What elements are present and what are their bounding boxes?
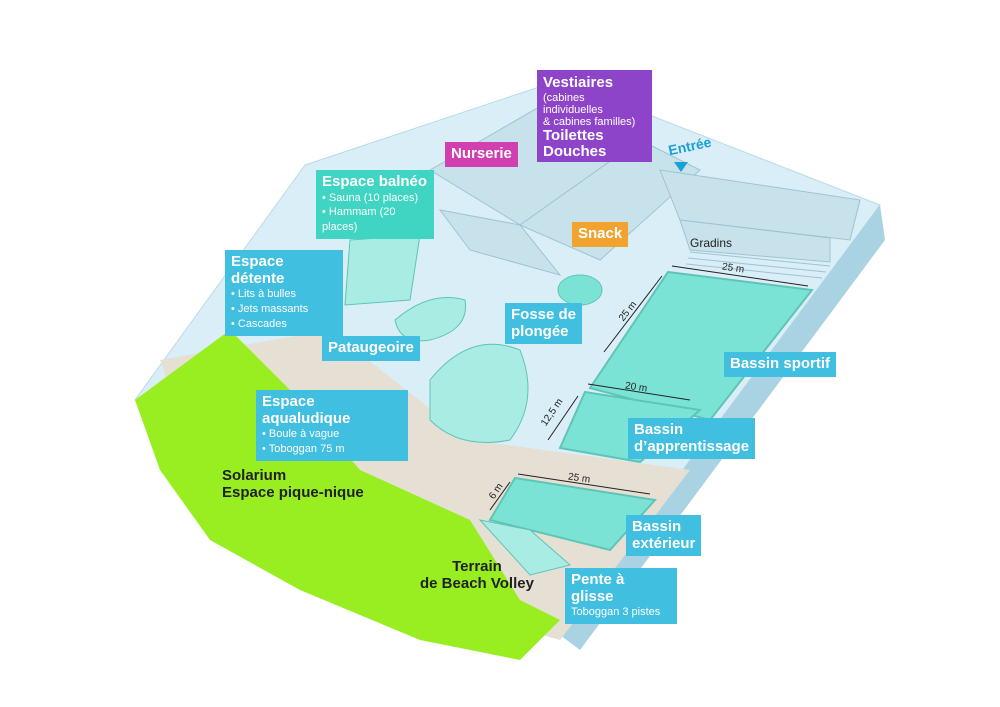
exterieur-line1: Bassin: [632, 518, 682, 535]
label-nurserie: Nurserie: [445, 142, 518, 167]
pataugeoire-text: Pataugeoire: [328, 339, 414, 356]
detente-item-2: • Cascades: [231, 317, 287, 330]
label-espace-balneo: Espace balnéo • Sauna (10 places) • Hamm…: [316, 170, 434, 240]
label-espace-aqualudique: Espace aqualudique • Boule à vague • Tob…: [256, 390, 408, 461]
aqualudique-pool: [429, 343, 529, 443]
apprentissage-line2: d’apprentissage: [634, 437, 750, 455]
fosse-line1: Fosse de: [511, 306, 577, 323]
label-fosse-plongee: Fosse de plongée: [505, 303, 583, 344]
detente-pool: [344, 234, 421, 306]
pente-glisse-slide: [478, 519, 572, 576]
detente-item-0: • Lits à bulles: [231, 288, 296, 300]
label-bassin-exterieur: Bassin extérieur: [626, 515, 702, 556]
label-solarium: Solarium Espace pique-nique: [222, 467, 364, 502]
entree-arrow-icon: [674, 162, 688, 172]
label-pataugeoire: Pataugeoire: [322, 336, 420, 361]
vestiaires-sub2: & cabines familles): [543, 115, 636, 128]
solarium-line1: Solarium: [222, 467, 287, 484]
label-gradins: Gradins: [690, 236, 733, 250]
vestiaires-sub1: (cabines individuelles: [543, 91, 603, 116]
vestiaires-douches: Douches: [543, 143, 607, 161]
balneo-item-0: • Sauna (10 places): [322, 191, 419, 204]
exterieur-line2: extérieur: [632, 534, 696, 552]
vestiaires-toilettes: Toilettes: [543, 126, 604, 144]
balneo-title: Espace balnéo: [322, 173, 428, 190]
detente-item-1: • Jets massants: [231, 302, 309, 315]
bassin-exterieur-water: [488, 476, 657, 552]
sportif-text: Bassin sportif: [730, 355, 831, 372]
aqualudique-item-0: • Boule à vague: [262, 428, 340, 440]
apprentissage-line1: Bassin: [634, 421, 684, 438]
balneo-item-1: • Hammam (20 places): [322, 206, 396, 234]
label-snack: Snack: [572, 222, 629, 247]
detente-title: Espace détente: [231, 253, 285, 287]
nurserie-text: Nurserie: [451, 145, 512, 162]
label-espace-detente: Espace détente • Lits à bulles • Jets ma…: [225, 250, 343, 336]
label-vestiaires: Vestiaires (cabines individuelles & cabi…: [537, 70, 652, 162]
label-bassin-apprentissage: Bassin d’apprentissage: [628, 418, 756, 459]
solarium-line2: Espace pique-nique: [222, 484, 364, 502]
beach-line1: Terrain: [452, 558, 502, 575]
label-beach-volley: Terrain de Beach Volley: [420, 558, 534, 593]
label-pente-glisse: Pente à glisse Toboggan 3 pistes: [565, 568, 677, 624]
fosse-plongee-pool: [557, 274, 603, 306]
dimension-lines: [489, 265, 809, 511]
lawn-solarium: [135, 330, 560, 660]
gradins-steps: [685, 251, 831, 279]
snack-text: Snack: [578, 225, 623, 242]
aqualudique-item-1: • Toboggan 75 m: [262, 442, 345, 455]
pente-sub: Toboggan 3 pistes: [571, 606, 661, 618]
pente-title: Pente à glisse: [571, 571, 625, 605]
label-bassin-sportif: Bassin sportif: [724, 352, 837, 377]
vestiaires-title: Vestiaires: [543, 74, 614, 91]
beach-line2: de Beach Volley: [420, 575, 534, 593]
fosse-line2: plongée: [511, 322, 569, 340]
aqualudique-title: Espace aqualudique: [262, 393, 351, 427]
